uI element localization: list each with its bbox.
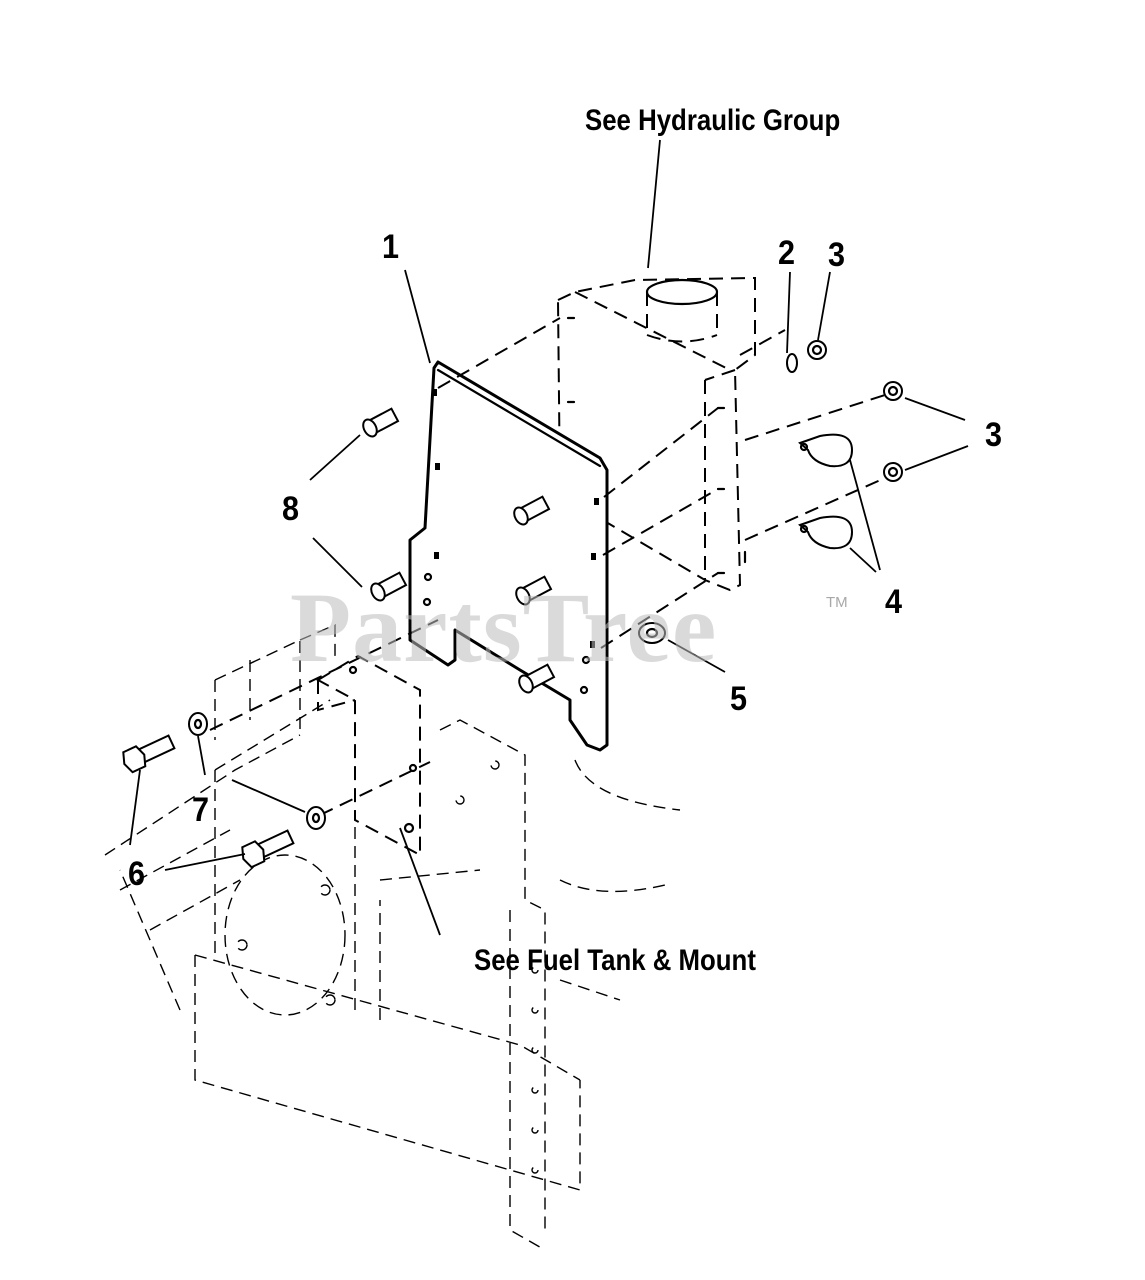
alignment-lines: [209, 317, 886, 816]
callout-2: 2: [778, 234, 796, 272]
flange-nuts: [883, 381, 903, 482]
hex-bolts-and-washers: [122, 712, 326, 869]
spacer-nut: [638, 622, 666, 644]
washer-and-nut-top: [786, 340, 827, 373]
callout-3-right: 3: [985, 416, 1003, 454]
partstree-watermark: PartsTree: [290, 572, 718, 683]
callout-1: 1: [382, 228, 400, 266]
trademark-mark: TM: [826, 594, 848, 611]
hydraulic-group-reference: See Hydraulic Group: [585, 104, 841, 137]
carriage-bolts: [362, 407, 556, 694]
hose-clamps: [798, 433, 854, 550]
callout-6: 6: [128, 855, 146, 893]
callout-7: 7: [192, 791, 210, 829]
callout-5: 5: [730, 680, 748, 718]
callout-3-top: 3: [828, 236, 846, 274]
leader-lines: [129, 139, 969, 936]
mounting-plate: [408, 360, 609, 752]
frame-assembly: [104, 623, 681, 1251]
fuel-tank-reference: See Fuel Tank & Mount: [474, 944, 756, 977]
callout-8: 8: [282, 490, 300, 528]
callout-4: 4: [885, 583, 903, 621]
hydraulic-tank-outline: [556, 276, 756, 592]
